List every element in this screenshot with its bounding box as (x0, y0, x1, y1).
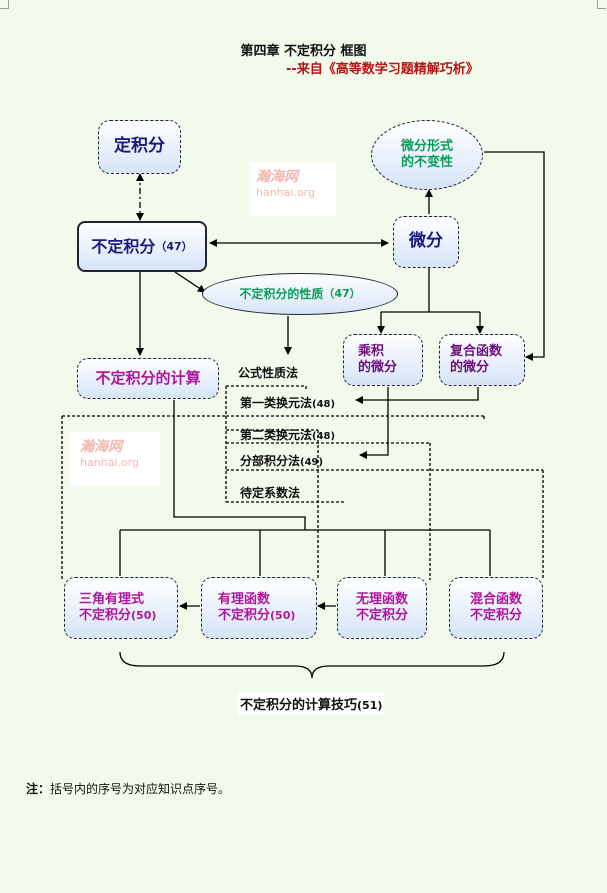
footnote: 注：括号内的序号为对应知识点序号。 (26, 782, 231, 796)
node-irrational: 无理函数 不定积分 (337, 577, 427, 639)
method-sub1: 第一类换元法(48) (240, 396, 336, 410)
method-formula: 公式性质法 (238, 366, 299, 380)
node-calculation: 不定积分的计算 (77, 358, 219, 399)
techniques-brace (119, 651, 505, 679)
method-sub2: 第二类换元法(48) (240, 428, 336, 442)
page-subtitle: --来自《高等数学习题精解巧析》 (286, 62, 479, 77)
page-title: 第四章 不定积分 框图 (240, 44, 367, 59)
connector (355, 387, 479, 404)
page-corner-mark (597, 0, 606, 9)
node-indefinite-integral: 不定积分（47） (77, 221, 207, 272)
node-differential-invariance: 微分形式 的不变性 (371, 120, 483, 190)
connector (359, 387, 389, 459)
connector (174, 271, 206, 293)
watermark: 瀚海网 hanhai.org (70, 432, 160, 486)
watermark: 瀚海网 hanhai.org (250, 162, 336, 216)
node-mixed: 混合函数 不定积分 (449, 577, 543, 639)
node-composite-differential: 复合函数 的微分 (439, 334, 525, 386)
node-differential: 微分 (393, 216, 459, 268)
page-corner-mark (0, 0, 9, 9)
node-product-differential: 乘积 的微分 (343, 334, 423, 386)
connector (173, 400, 306, 530)
node-trig-rational: 三角有理式 不定积分(50) (64, 577, 178, 639)
node-properties: 不定积分的性质（47） (202, 273, 398, 315)
node-definite-integral: 定积分 (98, 120, 181, 174)
connector (484, 151, 545, 361)
method-undetermined: 待定系数法 (240, 486, 301, 500)
node-rational: 有理函数 不定积分(50) (201, 577, 317, 639)
method-parts: 分部积分法(49) (240, 454, 324, 468)
techniques-label: 不定积分的计算技巧(51) (238, 692, 385, 715)
